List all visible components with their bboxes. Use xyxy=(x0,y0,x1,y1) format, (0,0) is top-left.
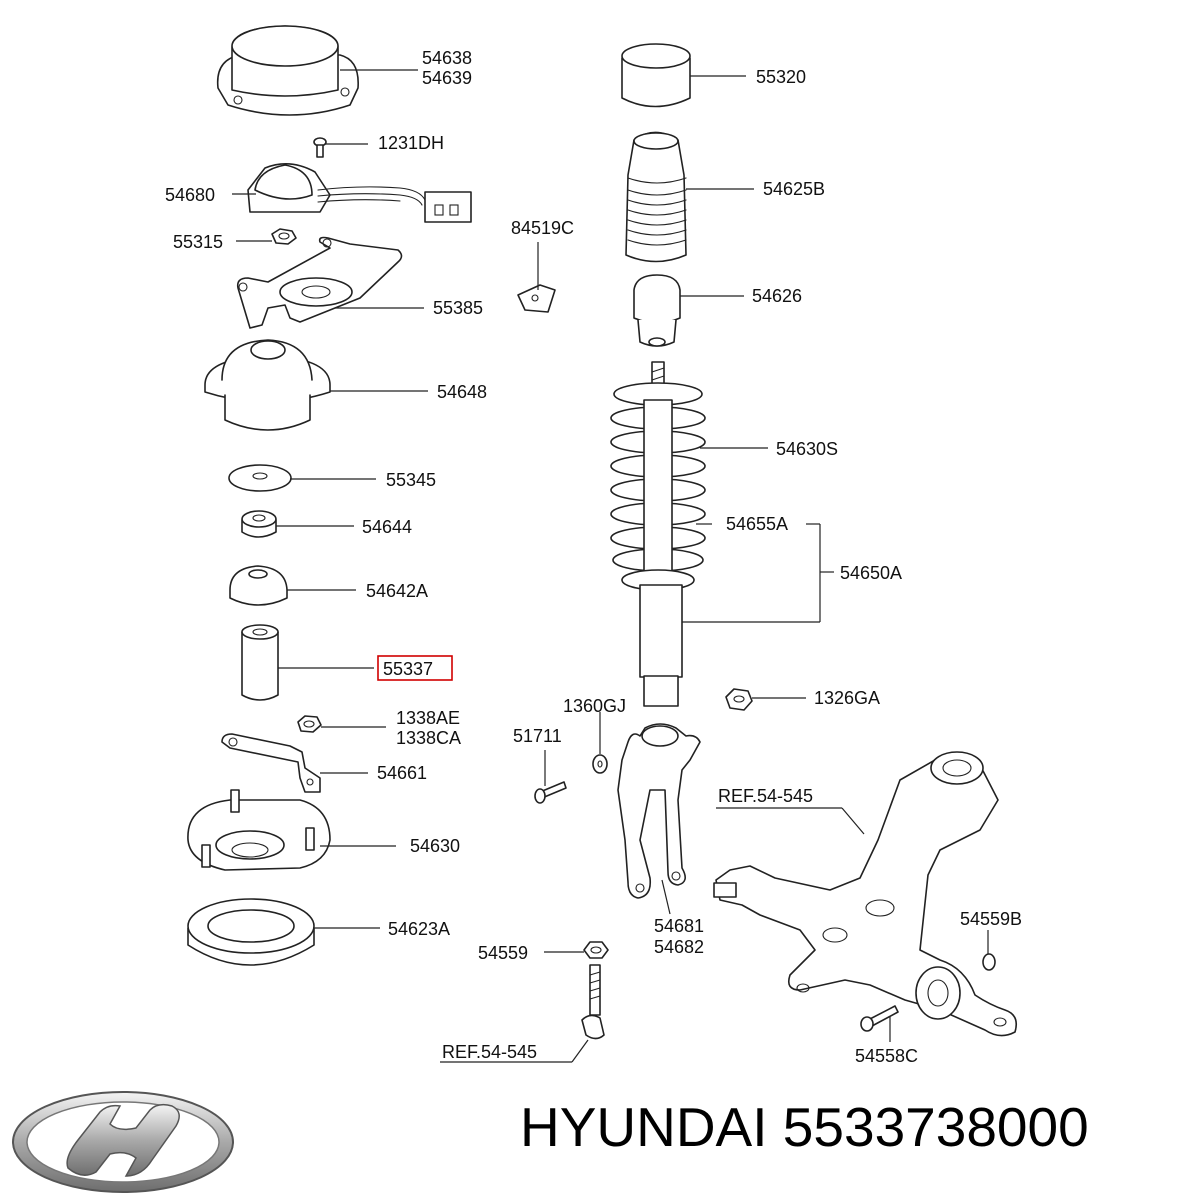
brand-part-number: HYUNDAI 5533738000 xyxy=(520,1096,1089,1158)
part-washer-55345 xyxy=(228,464,292,492)
part-dust-cap-55320 xyxy=(621,43,691,108)
label-1326ga: 1326GA xyxy=(814,688,880,708)
label-54655a: 54655A xyxy=(726,514,788,534)
label-54661: 54661 xyxy=(377,763,427,783)
label-51711: 51711 xyxy=(513,726,562,746)
label-84519c: 84519C xyxy=(511,218,574,238)
label-54559: 54559 xyxy=(478,943,528,963)
part-knuckle-bracket xyxy=(617,723,701,899)
label-ref-lower: REF.54-545 xyxy=(442,1042,537,1062)
highlight-box-55337 xyxy=(377,655,453,681)
label-54639: 54639 xyxy=(422,68,472,88)
leader-lines xyxy=(232,69,989,1063)
label-54680: 54680 xyxy=(165,185,215,205)
part-nut-1326ga xyxy=(725,688,753,711)
label-54638: 54638 xyxy=(422,48,472,68)
label-55337: 55337 xyxy=(383,659,433,679)
part-coil-spring xyxy=(610,361,706,591)
part-bracket-55385 xyxy=(236,236,403,329)
part-mount-plate-54630 xyxy=(187,789,331,871)
label-55345: 55345 xyxy=(386,470,436,490)
part-spacer-55337 xyxy=(241,624,279,701)
label-54559b: 54559B xyxy=(960,909,1022,929)
part-bump-stop-54626 xyxy=(633,274,681,347)
part-nut-55315 xyxy=(271,228,297,245)
part-bolt-51711 xyxy=(534,781,567,804)
part-clip-84519c xyxy=(517,284,556,313)
label-54625b: 54625B xyxy=(763,179,825,199)
label-1360gj: 1360GJ xyxy=(563,696,626,716)
part-top-mount-cap xyxy=(216,25,359,116)
part-boot-54625b xyxy=(625,131,687,263)
part-actuator xyxy=(247,163,472,223)
label-54630s: 54630S xyxy=(776,439,838,459)
part-screw-1231dh xyxy=(313,137,327,158)
part-labels: 54638 54639 1231DH 54680 55315 55385 546… xyxy=(165,48,1022,1066)
part-bushing-54644 xyxy=(241,510,277,538)
label-54623a: 54623A xyxy=(388,919,450,939)
label-54558c: 54558C xyxy=(855,1046,918,1066)
part-ring-54623a xyxy=(187,898,315,966)
label-1231dh: 1231DH xyxy=(378,133,444,153)
part-nut-54559b xyxy=(982,953,996,971)
label-1338ae: 1338AE xyxy=(396,708,460,728)
part-stabilizer-link xyxy=(581,964,605,1040)
part-strut-body xyxy=(639,584,683,707)
label-55385: 55385 xyxy=(433,298,483,318)
label-54642a: 54642A xyxy=(366,581,428,601)
label-54630: 54630 xyxy=(410,836,460,856)
hyundai-logo-icon xyxy=(12,1091,234,1193)
label-54626: 54626 xyxy=(752,286,802,306)
label-55315: 55315 xyxy=(173,232,223,252)
label-1338ca: 1338CA xyxy=(396,728,461,748)
label-54644: 54644 xyxy=(362,517,412,537)
part-nut-54559 xyxy=(583,941,609,959)
label-55320: 55320 xyxy=(756,67,806,87)
label-54682: 54682 xyxy=(654,937,704,957)
part-bracket-54661 xyxy=(221,733,321,793)
part-bushing-54642a xyxy=(229,565,288,606)
part-washer-1360gj xyxy=(592,754,608,774)
part-insulator-54648 xyxy=(204,339,331,431)
part-lower-control-arm xyxy=(713,751,1018,1037)
label-ref-upper: REF.54-545 xyxy=(718,786,813,806)
part-bolt-54558c xyxy=(860,1005,899,1032)
part-nut-1338ae xyxy=(297,715,322,733)
label-54650a: 54650A xyxy=(840,563,902,583)
label-54648: 54648 xyxy=(437,382,487,402)
label-54681: 54681 xyxy=(654,916,704,936)
